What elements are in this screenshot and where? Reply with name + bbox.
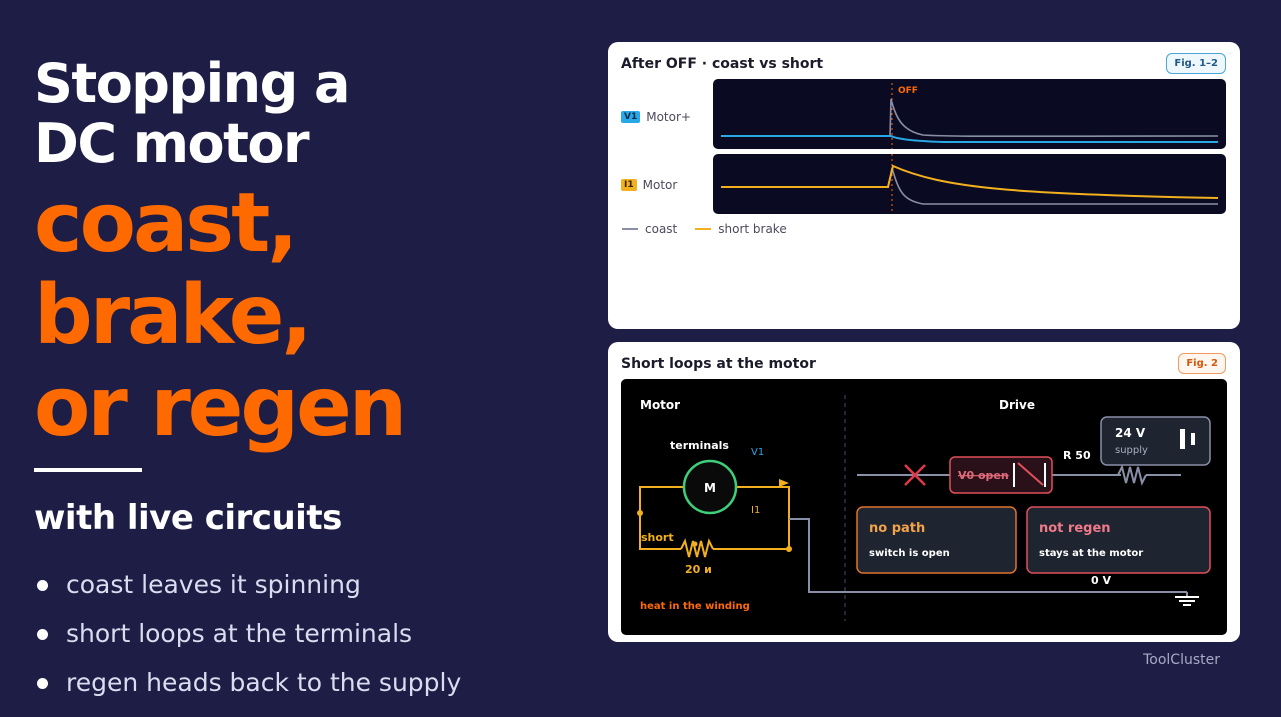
legend-item-coast: coast <box>622 222 677 236</box>
bullet-text: regen heads back to the supply <box>66 668 462 697</box>
legend-item-short: short brake <box>695 222 787 236</box>
legend-swatch-coast <box>622 228 638 230</box>
scope-card: After OFF · coast vs short Fig. 1–2 V1 M… <box>608 42 1240 329</box>
supply-label: supply <box>1115 445 1148 456</box>
short-label: short <box>641 531 674 544</box>
bullet-text: short loops at the terminals <box>66 619 413 648</box>
short-loop-wire-left <box>639 486 685 550</box>
brand-label: ToolCluster <box>1143 652 1220 668</box>
bullet-text: coast leaves it spinning <box>66 570 361 599</box>
no-path-text: switch is open <box>869 548 950 559</box>
headline-line-1: Stopping a <box>34 52 350 115</box>
motor-icon[interactable] <box>682 459 738 515</box>
bullet-item: regen heads back to the supply <box>34 668 594 698</box>
short-current-trace <box>721 164 1219 199</box>
no-path-title: no path <box>869 521 925 536</box>
bullet-dot-icon <box>37 628 48 640</box>
bullet-dot-icon <box>37 677 48 689</box>
subtitle: with live circuits <box>34 498 342 538</box>
v1-name: Motor+ <box>646 110 691 124</box>
ground-label: 0 V <box>1091 574 1111 587</box>
circuit-card-badge[interactable]: Fig. 2 <box>1178 353 1226 374</box>
scope-card-badge[interactable]: Fig. 1–2 <box>1166 53 1226 74</box>
scope-legend: coast short brake <box>622 222 805 236</box>
headline-block: Stopping a DC motor coast, brake, or reg… <box>34 54 594 717</box>
bullet-list: coast leaves it spinning short loops at … <box>34 570 594 698</box>
scope-card-title: After OFF · coast vs short <box>621 56 824 72</box>
junction-dot <box>786 546 792 552</box>
divider <box>34 468 142 472</box>
headline-accent-1: coast, brake, <box>34 176 313 363</box>
circuit-svg: Motor Drive M terminals V1 I1 short 20 и… <box>637 395 1211 621</box>
not-regen-title: not regen <box>1039 521 1111 536</box>
voltage-trace-svg: OFF <box>721 83 1219 149</box>
legend-label-short: short brake <box>718 222 787 236</box>
v1-probe-label: V1 <box>751 447 764 458</box>
voltage-trace-panel: OFF <box>713 79 1226 149</box>
circuit-canvas: Motor Drive M terminals V1 I1 short 20 и… <box>621 379 1227 635</box>
i1-name: Motor <box>642 178 678 192</box>
not-regen-box <box>1026 506 1211 574</box>
junction-dot <box>692 541 698 547</box>
coast-voltage-trace <box>721 98 1219 138</box>
junction-dot <box>637 510 643 516</box>
open-x-icon-stroke <box>904 464 926 486</box>
not-regen-text: stays at the motor <box>1039 548 1143 559</box>
bullet-item: short loops at the terminals <box>34 619 594 649</box>
legend-label-coast: coast <box>645 222 678 236</box>
bullet-dot-icon <box>37 579 48 591</box>
bullet-item: coast leaves it spinning <box>34 570 594 600</box>
v1-tag: V1 <box>621 111 641 123</box>
off-marker-label: OFF <box>898 86 918 96</box>
headline-line-2: DC motor <box>34 112 310 175</box>
r50-resistor-icon <box>1117 464 1147 486</box>
current-trace-panel <box>713 154 1226 214</box>
battery-icon-short <box>1191 433 1195 445</box>
supply-voltage: 24 V <box>1115 426 1146 440</box>
channel-v1-label: V1 Motor+ <box>621 110 691 124</box>
circuit-card-title: Short loops at the motor <box>621 356 816 372</box>
motor-heading: Motor <box>640 398 680 412</box>
channel-i1-label: I1 Motor <box>621 178 677 192</box>
current-trace-svg <box>721 154 1219 214</box>
i1-probe-label: I1 <box>751 505 760 516</box>
short-resistor-icon <box>680 538 714 558</box>
heat-label: heat in the winding <box>640 601 750 612</box>
drive-heading: Drive <box>999 398 1035 412</box>
switch-blade-icon <box>1017 462 1044 486</box>
r-label: R 50 <box>1063 449 1091 462</box>
battery-icon <box>1180 429 1185 449</box>
open-switch-button[interactable] <box>949 456 1053 494</box>
circuit-card: Short loops at the motor Fig. 2 Motor Dr… <box>608 342 1240 642</box>
short-voltage-trace <box>721 135 1218 143</box>
headline-accent-2: or regen <box>34 360 407 455</box>
current-arrow-icon <box>779 479 789 487</box>
short-resistor-value: 20 и <box>685 563 712 576</box>
legend-swatch-short <box>695 228 712 230</box>
terminals-label: terminals <box>670 439 729 452</box>
switch-label: V0 open <box>958 469 1009 482</box>
ground-wire <box>789 518 1187 593</box>
no-path-box <box>856 506 1017 574</box>
i1-tag: I1 <box>621 179 637 191</box>
motor-symbol: M <box>704 481 716 495</box>
